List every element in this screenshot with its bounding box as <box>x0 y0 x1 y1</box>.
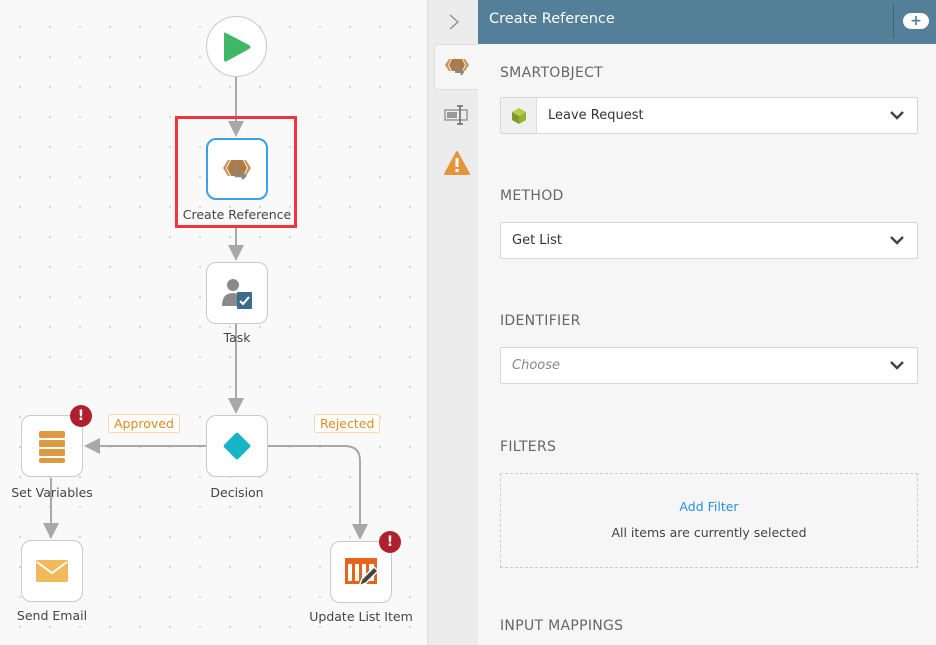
add-filter-link[interactable]: Add Filter <box>679 499 739 514</box>
reference-icon <box>223 160 251 180</box>
input-mappings-label: INPUT MAPPINGS <box>500 618 624 634</box>
add-button[interactable]: + <box>903 13 929 29</box>
smartobject-label: SMARTOBJECT <box>500 65 604 81</box>
node-update-list-item[interactable] <box>330 541 392 603</box>
email-icon <box>36 560 68 582</box>
connector-lines <box>43 77 368 540</box>
method-value: Get List <box>512 233 563 248</box>
node-label: Send Email <box>16 608 88 623</box>
node-label: Task <box>223 330 251 345</box>
warning-icon <box>443 151 470 175</box>
outcome-approved[interactable]: Approved <box>108 414 180 433</box>
chevron-down-icon <box>890 236 904 245</box>
panel-title: Create Reference <box>489 11 615 27</box>
diamond-icon <box>223 432 251 460</box>
method-label: METHOD <box>500 188 564 204</box>
node-task[interactable] <box>206 262 268 324</box>
workflow-canvas[interactable]: Create Reference Task Decision Approved … <box>0 0 427 645</box>
text-field-icon <box>443 105 468 125</box>
node-label: Set Variables <box>11 485 93 500</box>
node-set-variables[interactable] <box>21 415 83 477</box>
play-icon <box>223 31 250 62</box>
node-label: Update List Item <box>309 609 413 624</box>
node-send-email[interactable] <box>21 540 83 602</box>
chevron-right-icon <box>449 14 459 30</box>
smartobject-select[interactable]: Leave Request <box>500 97 918 134</box>
list-edit-icon <box>345 558 379 588</box>
variables-icon <box>39 431 65 463</box>
panel-header: Create Reference + <box>478 0 936 44</box>
identifier-label: IDENTIFIER <box>500 313 581 329</box>
outcome-rejected[interactable]: Rejected <box>314 414 381 433</box>
method-select[interactable]: Get List <box>500 222 918 259</box>
node-decision[interactable] <box>206 415 268 477</box>
property-tabs <box>427 0 479 645</box>
tab-properties[interactable] <box>434 92 479 138</box>
tab-warnings[interactable] <box>434 140 479 186</box>
identifier-placeholder: Choose <box>512 358 560 373</box>
user-task-icon <box>222 279 252 309</box>
filters-label: FILTERS <box>500 439 557 455</box>
smartobject-icon <box>501 98 537 133</box>
divider <box>893 4 894 38</box>
filters-box: Add Filter All items are currently selec… <box>500 473 918 568</box>
node-label: Create Reference <box>182 207 292 222</box>
selection-highlight <box>175 116 297 228</box>
identifier-select[interactable]: Choose <box>500 347 918 384</box>
smartobject-value: Leave Request <box>548 108 644 123</box>
tab-reference[interactable] <box>434 44 479 90</box>
start-node[interactable] <box>206 16 267 77</box>
filters-status: All items are currently selected <box>611 525 807 540</box>
chevron-down-icon <box>890 361 904 370</box>
plus-icon: + <box>910 13 922 29</box>
reference-icon <box>445 59 469 76</box>
chevron-down-icon <box>890 111 904 120</box>
error-badge[interactable]: ! <box>70 405 92 427</box>
error-badge[interactable]: ! <box>379 531 401 553</box>
collapse-button[interactable] <box>428 0 479 44</box>
properties-panel: Create Reference + SMARTOBJECT Leave Req… <box>478 0 936 645</box>
node-create-reference[interactable] <box>206 138 268 200</box>
node-label: Decision <box>210 485 264 500</box>
